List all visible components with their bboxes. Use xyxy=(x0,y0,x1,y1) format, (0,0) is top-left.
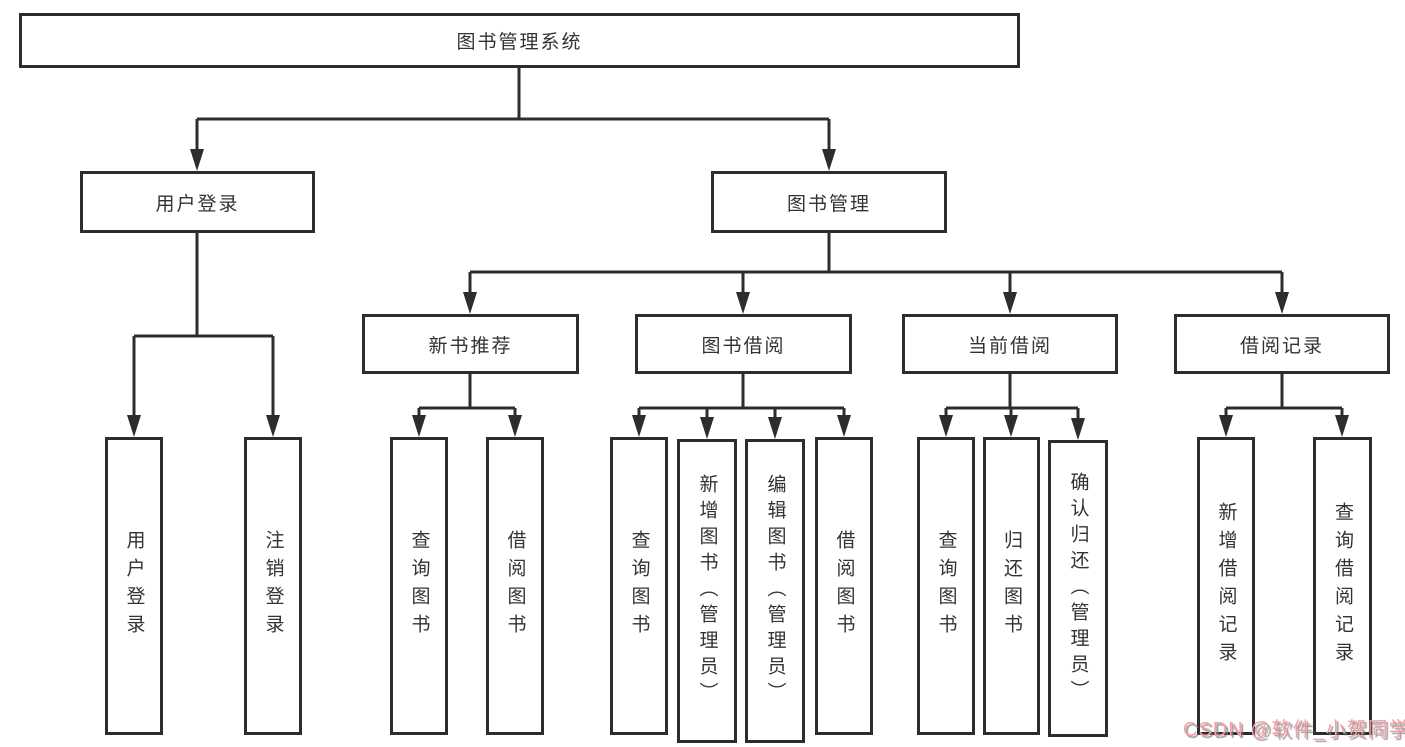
leaf-query-books-recommend: 查询图书 xyxy=(390,437,448,735)
leaf-return-books: 归还图书 xyxy=(983,437,1040,735)
leaf-user-login: 用户登录 xyxy=(105,437,163,735)
leaf-confirm-return-admin: 确认归还（管理员） xyxy=(1048,440,1108,737)
leaf-query-borrow-record: 查询借阅记录 xyxy=(1313,437,1372,735)
leaf-borrow-books: 借阅图书 xyxy=(815,437,873,735)
leaf-query-books-borrow: 查询图书 xyxy=(610,437,668,735)
node-current-borrow: 当前借阅 xyxy=(902,314,1118,374)
leaf-query-books-current: 查询图书 xyxy=(917,437,975,735)
node-book-borrow: 图书借阅 xyxy=(635,314,852,374)
leaf-logout: 注销登录 xyxy=(244,437,302,735)
node-book-management: 图书管理 xyxy=(711,171,947,233)
leaf-borrow-books-recommend: 借阅图书 xyxy=(486,437,544,735)
leaf-add-books-admin: 新增图书（管理员） xyxy=(677,439,737,743)
node-new-book-recommend: 新书推荐 xyxy=(362,314,579,374)
node-library-management-system: 图书管理系统 xyxy=(19,13,1020,68)
node-borrow-records: 借阅记录 xyxy=(1174,314,1390,374)
watermark-text: CSDN @软件_小贺同学 xyxy=(1183,719,1405,741)
node-user-login: 用户登录 xyxy=(80,171,315,233)
leaf-edit-books-admin: 编辑图书（管理员） xyxy=(745,439,805,743)
leaf-add-borrow-record: 新增借阅记录 xyxy=(1197,437,1255,735)
